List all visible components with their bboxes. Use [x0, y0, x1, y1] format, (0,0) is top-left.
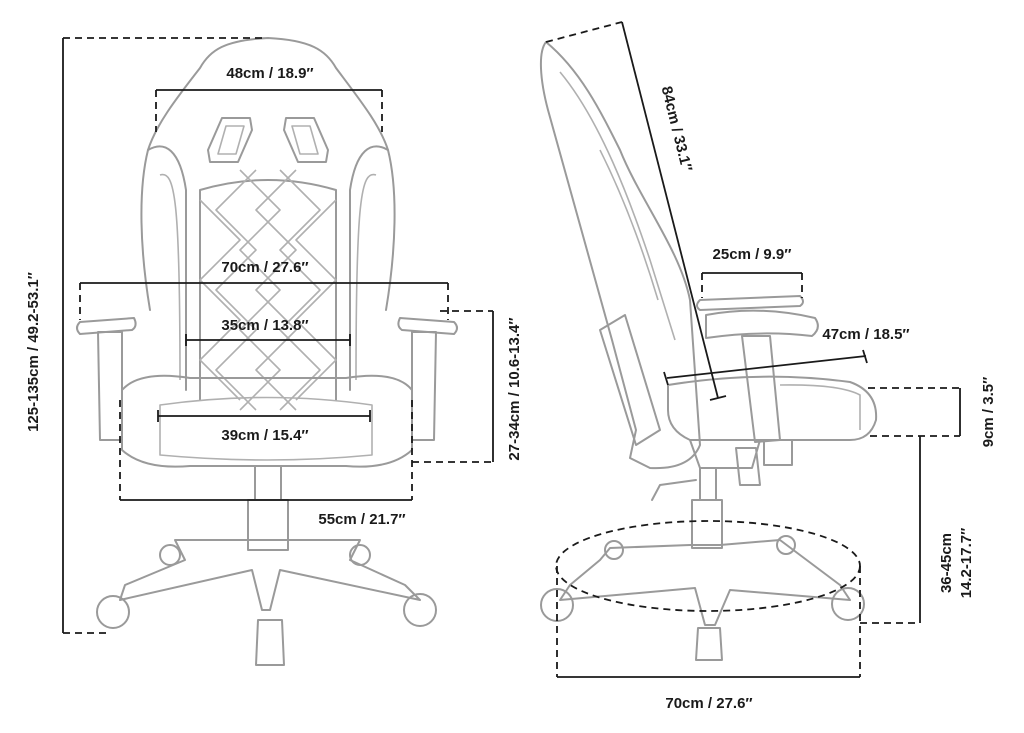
side-dimension-lines [545, 21, 961, 678]
front-dimension-lines [62, 37, 494, 634]
diamond-stitching [199, 169, 337, 411]
base-diameter-label: 70cm / 27.6″ [665, 695, 752, 712]
seat-height-label-line2: 14.2-17.7″ [958, 528, 975, 599]
backrest-width-label: 35cm / 13.8″ [221, 317, 308, 334]
seat-thickness-label: 9cm / 3.5″ [980, 377, 997, 448]
armrest-width-label: 25cm / 9.9″ [713, 246, 792, 263]
seat-outer-width-label: 55cm / 21.7″ [318, 511, 405, 528]
seat-depth-label: 47cm / 18.5″ [822, 326, 909, 343]
front-chair-outline [76, 37, 458, 666]
side-dimension-labels: 84cm / 33.1″ 25cm / 9.9″ 47cm / 18.5″ 9c… [658, 85, 997, 712]
headrest-width-label: 48cm / 18.9″ [226, 65, 313, 82]
armrest-span-label: 70cm / 27.6″ [221, 259, 308, 276]
front-dimension-labels: 48cm / 18.9″ 70cm / 27.6″ 35cm / 13.8″ 3… [25, 65, 523, 528]
total-height-label: 125-135cm / 49.2-53.1″ [25, 272, 42, 432]
armrest-height-label: 27-34cm / 10.6-13.4″ [506, 317, 523, 460]
side-chair-outline [539, 41, 878, 661]
backrest-height-label: 84cm / 33.1″ [658, 85, 696, 174]
seat-width-label: 39cm / 15.4″ [221, 427, 308, 444]
seat-height-label-line1: 36-45cm [938, 533, 955, 593]
